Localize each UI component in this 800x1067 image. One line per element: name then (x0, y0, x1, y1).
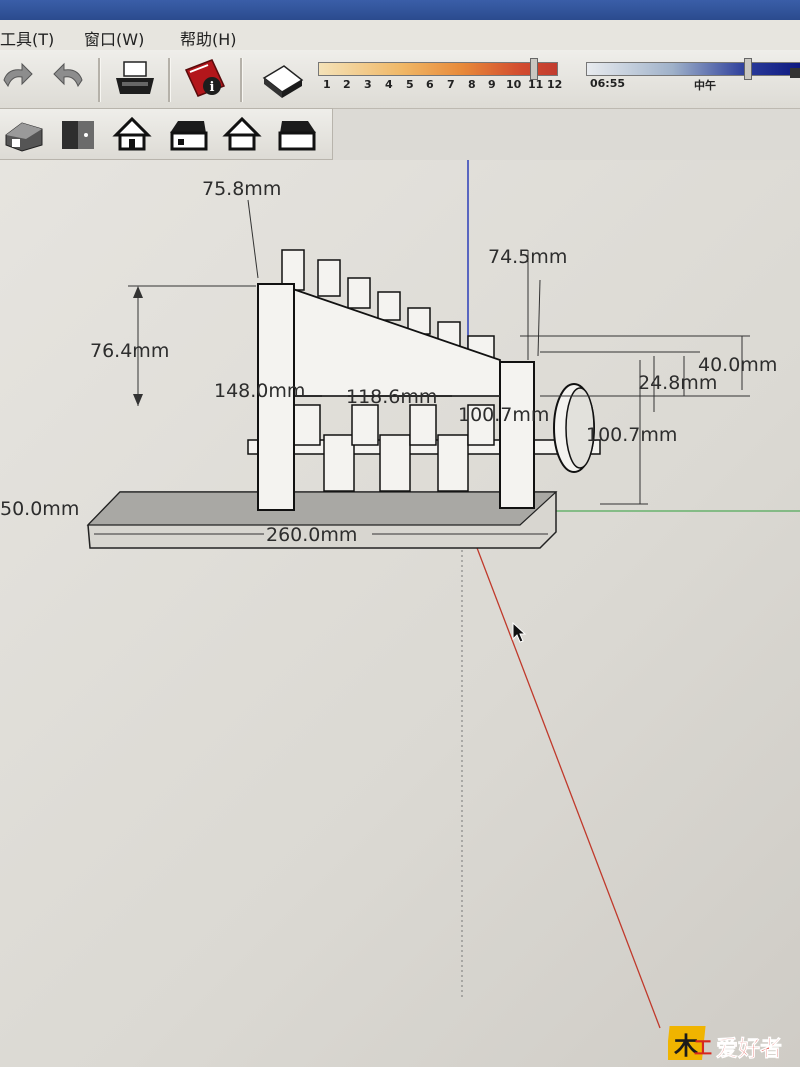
svg-text:木: 木 (673, 1032, 699, 1060)
handwheel-face (565, 387, 595, 469)
shadows-icon[interactable] (258, 60, 306, 100)
redo-icon[interactable] (46, 62, 86, 96)
model-info-icon[interactable]: i (182, 56, 228, 102)
mouse-cursor-icon (512, 622, 527, 643)
top-view-icon[interactable] (58, 117, 98, 153)
menu-bar: 工具(T) 窗口(W) 帮助(H) (0, 20, 800, 51)
model-canvas[interactable] (0, 160, 800, 1067)
dim-label-panel-rise[interactable]: 76.4mm (90, 340, 170, 362)
left-post (257, 283, 295, 511)
cam-1 (293, 404, 321, 446)
dim-line (247, 199, 259, 279)
iso-view-icon[interactable] (2, 117, 46, 153)
dim-label-height-right[interactable]: 74.5mm (488, 246, 568, 268)
cam-6 (437, 434, 469, 492)
toolbar-separator (98, 58, 101, 102)
month-tick: 11 (528, 78, 544, 91)
date-slider-ticks: 1 2 3 4 5 6 7 8 9 10 11 12 (323, 78, 563, 94)
dim-label-wheel-offset[interactable]: 24.8mm (638, 372, 718, 394)
month-tick: 10 (506, 78, 522, 91)
dim-label-frame-width[interactable]: 148.0mm (214, 380, 306, 402)
window-title-bar (0, 0, 800, 20)
dim-label-height-left[interactable]: 75.8mm (202, 178, 282, 200)
time-end-marker (790, 68, 800, 78)
right-view-icon[interactable] (166, 115, 210, 153)
month-tick: 4 (385, 78, 393, 91)
dim-label-wheel-top[interactable]: 40.0mm (698, 354, 778, 376)
back-view-icon[interactable] (222, 115, 262, 153)
toolbar-separator (240, 58, 243, 102)
cam-2 (323, 434, 355, 492)
cam-5 (409, 404, 437, 446)
date-slider-thumb[interactable] (530, 58, 538, 80)
cam-7 (467, 404, 495, 446)
time-slider-thumb[interactable] (744, 58, 752, 80)
main-toolbar: i 1 2 3 4 5 6 7 8 9 10 11 12 06:55 中午 (0, 50, 800, 109)
month-tick: 5 (406, 78, 414, 91)
time-noon-label: 中午 (694, 79, 716, 92)
modeling-viewport[interactable]: 75.8mm 74.5mm 76.4mm 40.0mm 24.8mm 148.0… (0, 160, 800, 1067)
month-tick: 7 (447, 78, 455, 91)
month-tick: 1 (323, 78, 331, 91)
views-toolbar (0, 108, 333, 160)
front-view-icon[interactable] (112, 115, 152, 153)
key-4 (377, 291, 401, 321)
menu-window[interactable]: 窗口(W) (84, 30, 145, 49)
month-tick: 9 (488, 78, 496, 91)
dim-line (537, 279, 541, 357)
dim-arrow (133, 394, 143, 406)
menu-tools[interactable]: 工具(T) (0, 30, 55, 49)
toolbar-separator (168, 58, 171, 102)
svg-text:工: 工 (694, 1038, 712, 1059)
watermark-text: 爱好者 (716, 1036, 782, 1062)
print-icon[interactable] (112, 58, 158, 100)
dim-label-base-depth[interactable]: 50.0mm (0, 498, 80, 520)
dim-label-cam-span[interactable]: 118.6mm (346, 386, 438, 408)
dim-label-base-length[interactable]: 260.0mm (266, 524, 358, 546)
time-start-label: 06:55 (590, 77, 626, 90)
month-tick: 3 (364, 78, 372, 91)
month-tick: 8 (468, 78, 476, 91)
watermark-logo: 木 工 爱好者 (668, 1026, 782, 1062)
menu-help[interactable]: 帮助(H) (180, 30, 237, 49)
cam-4 (379, 434, 411, 492)
month-tick: 2 (343, 78, 351, 91)
time-slider[interactable] (586, 62, 800, 76)
dim-arrow (133, 286, 143, 298)
base-plate-top (86, 491, 558, 526)
svg-text:i: i (210, 80, 215, 95)
red-axis (473, 539, 661, 1029)
undo-icon[interactable] (0, 62, 34, 96)
right-post (499, 361, 535, 509)
month-tick: 12 (547, 78, 563, 91)
left-view-icon[interactable] (276, 115, 320, 153)
dim-label-post-height[interactable]: 100.7mm (458, 404, 550, 426)
key-2 (317, 259, 341, 297)
date-slider[interactable] (318, 62, 558, 76)
dim-label-wheel-height[interactable]: 100.7mm (586, 424, 678, 446)
cam-3 (351, 404, 379, 446)
key-3 (347, 277, 371, 309)
month-tick: 6 (426, 78, 434, 91)
